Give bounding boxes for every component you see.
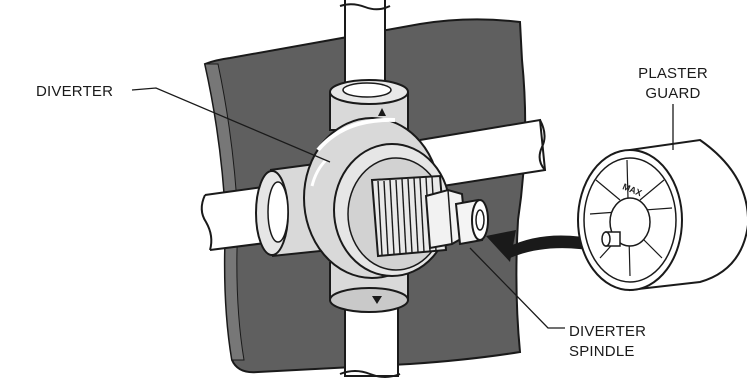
plaster-guard-label-line2: GUARD <box>645 85 700 102</box>
plaster-guard: MAX <box>578 140 747 290</box>
diverter-label: DIVERTER <box>36 83 113 100</box>
top-pipe <box>340 0 390 90</box>
diverter-spindle-label-line2: SPINDLE <box>569 343 635 360</box>
spindle-tip <box>456 200 488 244</box>
plaster-guard-label-line1: PLASTER <box>638 65 708 82</box>
diverter-spindle-label-line1: DIVERTER <box>569 323 646 340</box>
